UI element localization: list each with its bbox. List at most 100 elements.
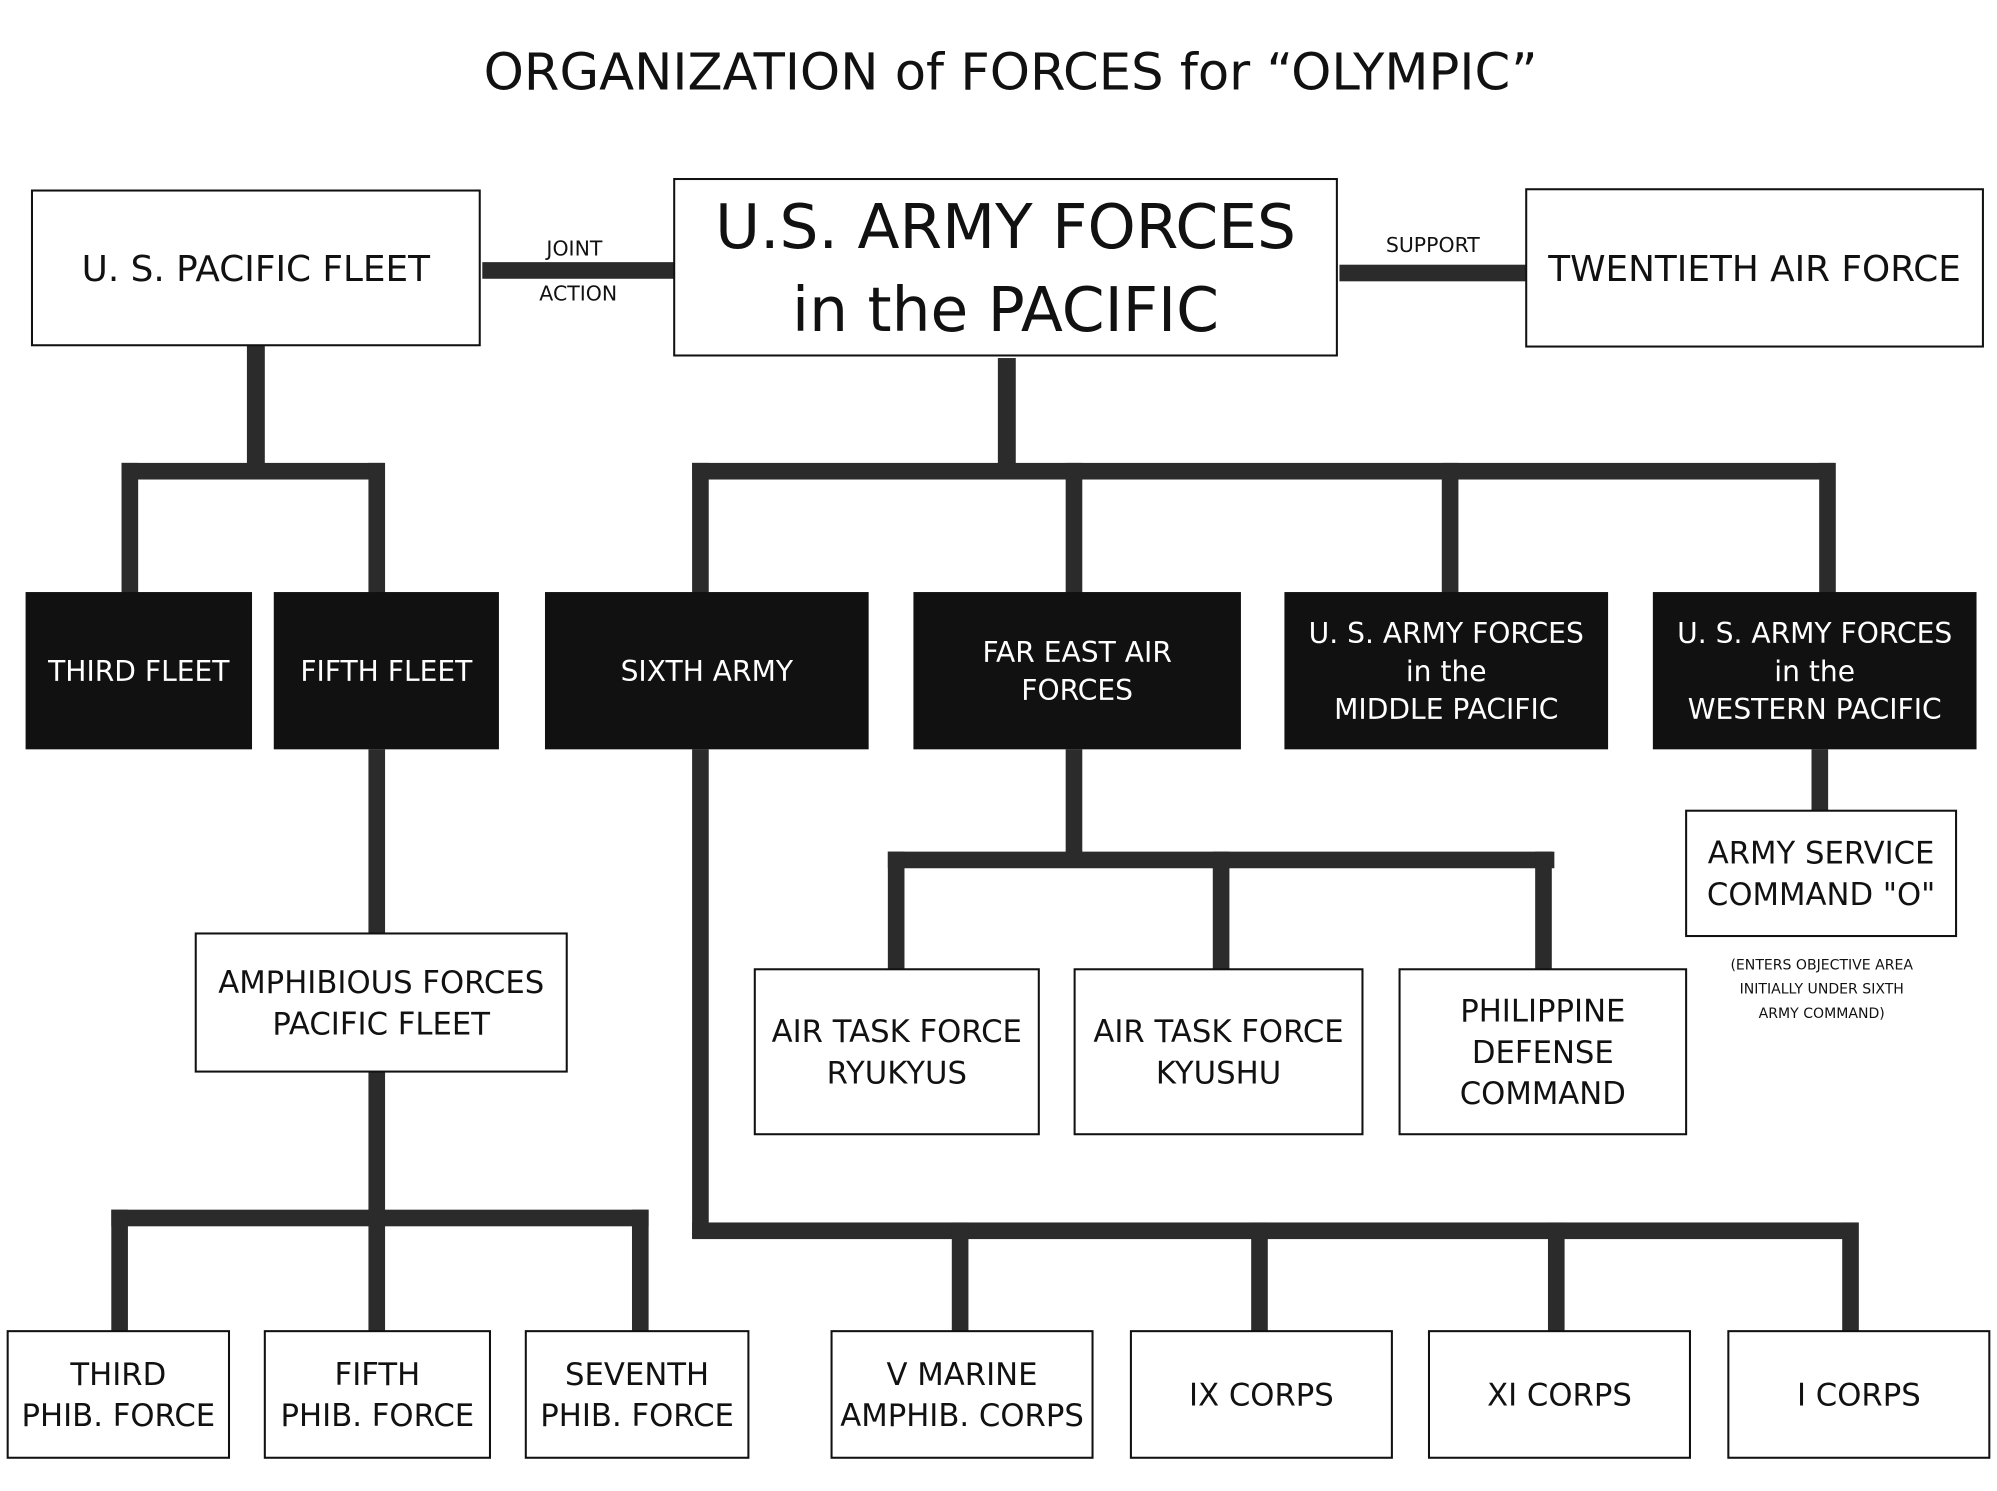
node-box (1427, 1330, 1691, 1459)
connector-line (1819, 462, 1836, 594)
node-label: PHIB. FORCE (22, 1399, 216, 1434)
connector-line (368, 749, 386, 937)
chart-title: ORGANIZATION of FORCES for “OLYMPIC” (484, 44, 1538, 103)
node-label: V MARINE (887, 1358, 1038, 1393)
node-box (1685, 809, 1958, 938)
node-label: IX CORPS (1189, 1379, 1334, 1414)
node-pacific-fleet: U. S. PACIFIC FLEET (30, 189, 481, 347)
node-i-corps: I CORPS (1727, 1330, 1991, 1459)
node-label: in the (1406, 655, 1487, 688)
connector-line (1811, 749, 1829, 814)
node-box (263, 1330, 491, 1459)
node-label: PHILIPPINE (1460, 994, 1625, 1029)
connector-line (246, 345, 265, 467)
connector-line (111, 1209, 128, 1332)
node-box (6, 1330, 231, 1459)
node-label: U. S. ARMY FORCES (1309, 617, 1584, 650)
action-label: ACTION (539, 282, 617, 306)
node-label: U. S. ARMY FORCES (1677, 617, 1952, 650)
node-label: THIRD (69, 1358, 166, 1393)
connector-line (1441, 462, 1459, 594)
connector-line (121, 462, 139, 594)
node-label: AMPHIB. CORPS (840, 1399, 1084, 1434)
node-label: U.S. ARMY FORCES (715, 192, 1296, 263)
node-box (1652, 592, 1977, 750)
node-label: WESTERN PACIFIC (1688, 693, 1942, 726)
joint-label: JOINT (544, 237, 602, 261)
node-sixth-army: SIXTH ARMY (544, 592, 869, 750)
connector-line (692, 462, 1835, 480)
connector-line (1212, 851, 1230, 974)
connector-line (368, 462, 386, 594)
node-label: in the PACIFIC (792, 275, 1219, 346)
node-label: COMMAND "O" (1707, 878, 1935, 913)
node-label: ARMY SERVICE (1708, 837, 1935, 872)
node-box (194, 932, 568, 1073)
node-box (1525, 188, 1984, 348)
node-afpac: U.S. ARMY FORCES in the PACIFIC (673, 177, 1338, 357)
node-third-phib: THIRD PHIB. FORCE (6, 1330, 231, 1459)
node-v-marine: V MARINE AMPHIB. CORPS (830, 1330, 1094, 1459)
node-box (1129, 1330, 1393, 1459)
connector-line (692, 749, 709, 1238)
node-label: RYUKYUS (827, 1057, 967, 1092)
node-box (25, 592, 253, 750)
node-box (273, 592, 499, 750)
node-label: COMMAND (1460, 1077, 1626, 1112)
connector-line (951, 1222, 969, 1332)
node-fifth-phib: FIFTH PHIB. FORCE (263, 1330, 491, 1459)
node-box (30, 189, 481, 347)
node-box (913, 592, 1241, 750)
node-atf-ryukyus: AIR TASK FORCE RYUKYUS (753, 968, 1040, 1136)
node-twentieth-af: TWENTIETH AIR FORCE (1525, 188, 1984, 348)
node-label: DEFENSE (1472, 1036, 1614, 1071)
support-label: SUPPORT (1386, 233, 1480, 257)
node-box (1073, 968, 1364, 1136)
node-box (524, 1330, 750, 1459)
node-box (1284, 592, 1609, 750)
connector-line (1065, 749, 1083, 867)
node-label: FAR EAST AIR (982, 636, 1171, 669)
node-label: U. S. PACIFIC FLEET (82, 249, 431, 290)
node-label: THIRD FLEET (47, 655, 230, 688)
node-label: PACIFIC FLEET (272, 1007, 490, 1042)
asco-note: (ENTERS OBJECTIVE AREA (1730, 957, 1913, 973)
node-pdc: PHILIPPINE DEFENSE COMMAND (1398, 968, 1688, 1136)
node-label: I CORPS (1797, 1379, 1921, 1414)
node-label: FORCES (1021, 674, 1133, 707)
asco-note: INITIALLY UNDER SIXTH (1740, 982, 1904, 998)
node-label: SEVENTH (565, 1358, 709, 1393)
connector-line (692, 1222, 1858, 1240)
node-label: in the (1774, 655, 1855, 688)
connector-line (692, 462, 709, 594)
node-label: AIR TASK FORCE (772, 1015, 1022, 1050)
node-label: TWENTIETH AIR FORCE (1547, 249, 1961, 290)
connector-line (1065, 462, 1083, 594)
node-label: SIXTH ARMY (621, 655, 794, 688)
connector-line (368, 1070, 386, 1224)
connector-line (121, 462, 384, 480)
node-label: FIFTH (335, 1358, 421, 1393)
connector-line (1535, 851, 1552, 974)
connector-line (631, 1209, 649, 1332)
node-label: XI CORPS (1487, 1379, 1632, 1414)
node-label: FIFTH FLEET (300, 655, 473, 688)
connector-lines (111, 262, 1859, 1332)
node-asco: ARMY SERVICE COMMAND "O" (1685, 809, 1958, 938)
asco-note: ARMY COMMAND) (1759, 1006, 1885, 1022)
connector-line (997, 358, 1016, 467)
node-label: PHIB. FORCE (281, 1399, 475, 1434)
node-xi-corps: XI CORPS (1427, 1330, 1691, 1459)
connector-line (1547, 1222, 1565, 1332)
node-ix-corps: IX CORPS (1129, 1330, 1393, 1459)
node-box (830, 1330, 1094, 1459)
node-box (753, 968, 1040, 1136)
connector-line (1339, 264, 1527, 282)
connector-line (368, 1209, 386, 1332)
